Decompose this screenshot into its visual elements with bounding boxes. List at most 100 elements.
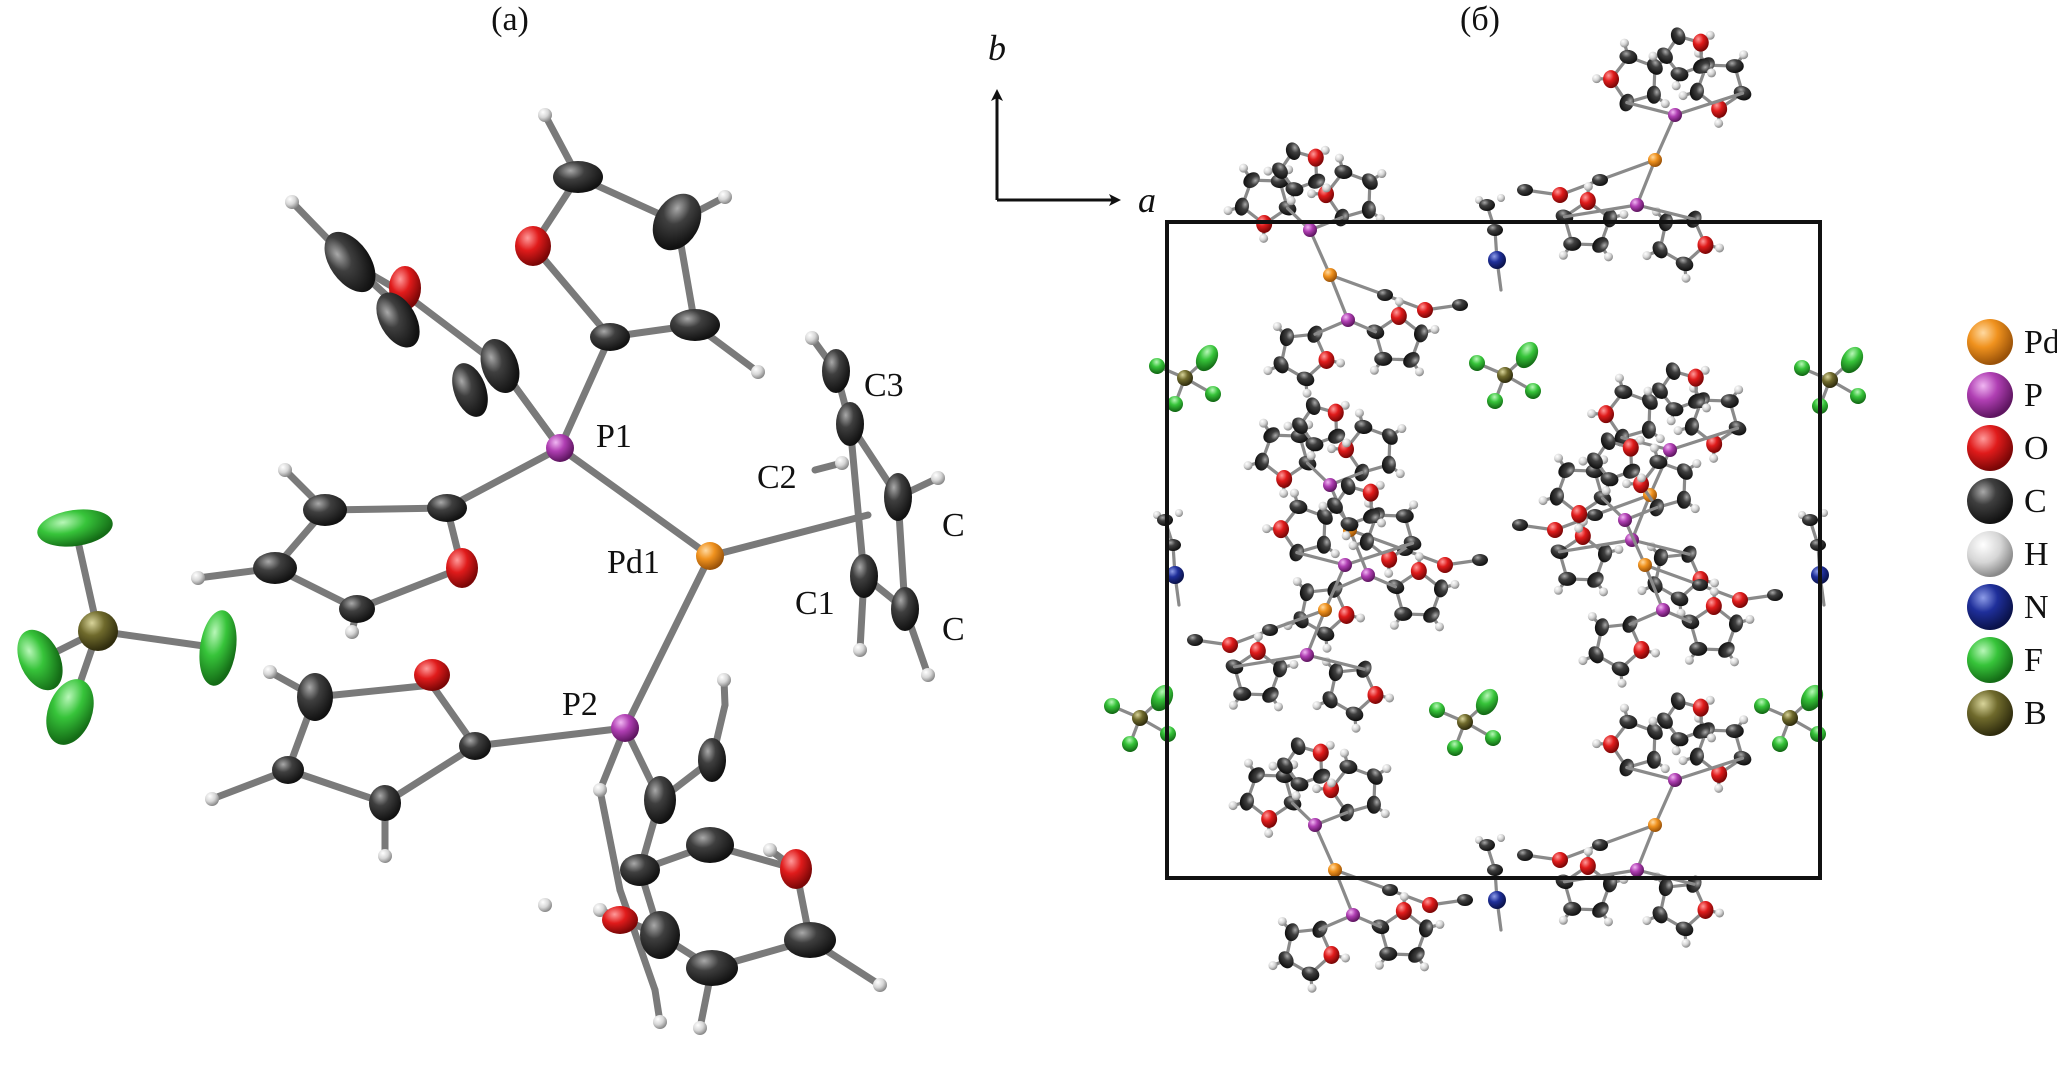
f-atom: [1447, 740, 1463, 756]
h-atom: [751, 365, 765, 379]
h-atom: [1574, 523, 1584, 533]
c-atom: [1379, 946, 1398, 961]
c-atom: [1233, 686, 1252, 701]
c-atom: [1649, 454, 1668, 469]
c-atom: [1598, 544, 1613, 563]
pd-atom: [1648, 153, 1662, 167]
atoms-panel-a: [17, 108, 945, 1035]
h-atom: [1553, 585, 1563, 595]
h-atom: [1578, 656, 1588, 666]
c-atom: [1272, 162, 1288, 179]
h-atom: [1707, 68, 1717, 78]
label-c2: C2: [757, 459, 797, 496]
packing-bond: [1343, 541, 1415, 567]
h-atom: [1678, 91, 1688, 101]
p-atom-p2: [611, 714, 639, 742]
c-atom: [1684, 417, 1699, 436]
c-atom: [1600, 472, 1619, 487]
f-atom: [1167, 396, 1183, 412]
h-atom: [1734, 385, 1744, 395]
h-atom: [1312, 701, 1322, 711]
c-atom: [1689, 82, 1704, 101]
h-atom: [1714, 118, 1724, 128]
f-atom: [46, 679, 94, 745]
c-atom: [1689, 747, 1704, 766]
f-atom: [1475, 688, 1499, 716]
b-atom: [1177, 370, 1193, 386]
c-atom: [1395, 509, 1414, 524]
n-atom: [1166, 566, 1184, 584]
c-atom: [822, 349, 850, 393]
o-atom: [1603, 735, 1620, 754]
packing-bond: [1673, 91, 1745, 117]
packing-bond: [1635, 158, 1657, 207]
bonds-panel-a: [36, 111, 942, 1032]
c-atom: [1279, 328, 1295, 347]
packing-bond: [1625, 100, 1677, 117]
o-atom: [1598, 405, 1615, 424]
c-atom: [1587, 572, 1604, 588]
h-atom: [693, 1021, 707, 1035]
c-atom: [620, 854, 660, 886]
o-atom: [1711, 764, 1728, 783]
h-atom: [593, 903, 607, 917]
c-atom: [1592, 237, 1609, 253]
o-atom: [1422, 897, 1438, 913]
legend-swatch-c: [1967, 478, 2013, 524]
o-atom: [446, 548, 478, 588]
c-atom: [1587, 452, 1603, 469]
c-atom: [1262, 624, 1278, 636]
h-atom: [1617, 678, 1627, 688]
o-atom: [1338, 605, 1355, 624]
o-atom: [1249, 642, 1266, 661]
f-atom: [1205, 386, 1221, 402]
c-atom: [1670, 591, 1689, 607]
packing-bond: [1305, 653, 1366, 671]
h-atom: [1380, 809, 1390, 819]
h-atom: [1497, 834, 1505, 842]
h-atom: [1289, 488, 1299, 498]
packing-bond: [1323, 563, 1347, 612]
c-atom: [1339, 759, 1358, 774]
f-atom: [1485, 730, 1501, 746]
h-atom: [1307, 983, 1317, 993]
packing-bond: [1232, 653, 1309, 669]
legend-swatch-n: [1967, 584, 2013, 630]
packing-bond: [1668, 426, 1740, 452]
o-atom: [1410, 562, 1427, 581]
o-atom: [1390, 307, 1407, 326]
c-atom: [1305, 397, 1321, 415]
h-atom: [1671, 746, 1681, 756]
h-atom: [1283, 421, 1293, 431]
c-atom: [1359, 532, 1374, 551]
h-atom: [1651, 648, 1661, 658]
c-atom: [836, 402, 864, 446]
h-atom: [1389, 620, 1399, 630]
h-atom: [1729, 657, 1739, 667]
c-atom: [1366, 795, 1381, 814]
packing-bond: [1673, 756, 1745, 782]
c-atom: [1361, 200, 1376, 219]
h-atom: [1648, 51, 1658, 61]
h-atom: [1619, 209, 1629, 219]
h-atom: [1578, 456, 1588, 466]
o-atom: [1705, 597, 1722, 616]
h-atom: [1684, 655, 1694, 665]
h-atom: [1334, 153, 1344, 163]
c-atom: [1273, 659, 1288, 678]
c-atom: [1646, 750, 1661, 769]
label-c-lower: C: [942, 611, 965, 648]
o-atom: [1318, 350, 1335, 369]
o-atom: [1692, 33, 1709, 52]
o-atom: [1732, 592, 1748, 608]
h-atom: [1603, 252, 1613, 262]
c-atom: [1479, 199, 1495, 211]
h-atom: [1306, 451, 1316, 461]
packing-bond: [1625, 765, 1677, 782]
c-atom: [1273, 356, 1289, 374]
c-atom: [1381, 455, 1396, 474]
h-atom: [1745, 614, 1755, 624]
legend-swatch-o: [1967, 425, 2013, 471]
h-atom: [1330, 549, 1340, 559]
